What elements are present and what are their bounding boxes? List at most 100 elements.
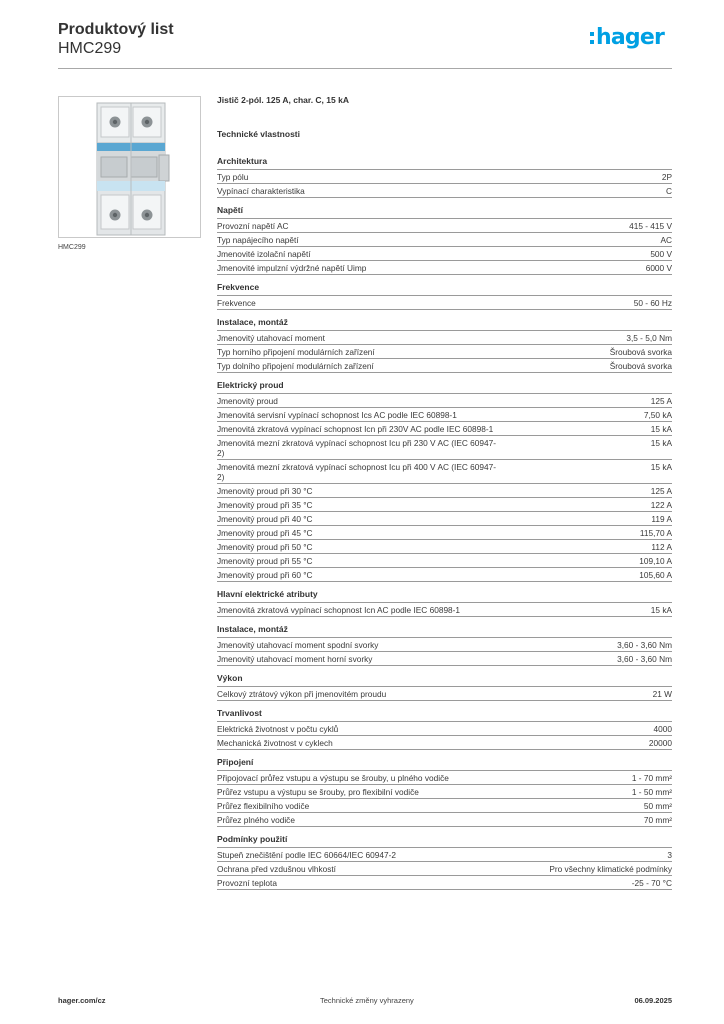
spec-row: Připojovací průřez vstupu a výstupu se š… xyxy=(217,771,672,785)
spec-row: Jmenovitý utahovací moment horní svorky 3… xyxy=(217,652,672,666)
section-title: Podmínky použití xyxy=(217,827,672,848)
logo-colon-icon xyxy=(590,29,594,47)
spec-label: Průřez plného vodiče xyxy=(217,815,295,825)
section-title: Napětí xyxy=(217,198,672,219)
spec-value: 50 - 60 Hz xyxy=(633,298,672,308)
spec-value: 115,70 A xyxy=(639,528,672,538)
section-title: Instalace, montáž xyxy=(217,310,672,331)
spec-value: 112 A xyxy=(651,542,672,552)
spec-value: Pro všechny klimatické podmínky xyxy=(549,864,672,874)
spec-label: Jmenovitý proud při 55 °C xyxy=(217,556,313,566)
spec-row: Typ napájecího napětí AC xyxy=(217,233,672,247)
spec-value: Šroubová svorka xyxy=(609,347,672,357)
footer-date: 06.09.2025 xyxy=(634,996,672,1005)
spec-label: Jmenovitý utahovací moment xyxy=(217,333,325,343)
spec-value: 415 - 415 V xyxy=(629,221,672,231)
spec-value: 3,60 - 3,60 Nm xyxy=(617,640,672,650)
spec-row: Typ horního připojení modulárních zaříze… xyxy=(217,345,672,359)
spec-value: 4000 xyxy=(653,724,672,734)
spec-label: Mechanická životnost v cyklech xyxy=(217,738,333,748)
section-title: Architektura xyxy=(217,149,672,170)
spec-label: Jmenovitý proud při 40 °C xyxy=(217,514,313,524)
spec-row: Jmenovitá mezní zkratová vypínací schopn… xyxy=(217,436,672,460)
spec-value: 119 A xyxy=(651,514,672,524)
circuit-breaker-illustration xyxy=(96,102,170,236)
spec-row: Jmenovitý utahovací moment 3,5 - 5,0 Nm xyxy=(217,331,672,345)
spec-row: Jmenovitý proud při 40 °C 119 A xyxy=(217,512,672,526)
spec-label: Jmenovitý proud při 45 °C xyxy=(217,528,313,538)
section-title: Instalace, montáž xyxy=(217,617,672,638)
section-title: Frekvence xyxy=(217,275,672,296)
spec-row: Jmenovitá servisní vypínací schopnost Ic… xyxy=(217,408,672,422)
spec-row: Celkový ztrátový výkon při jmenovitém pr… xyxy=(217,687,672,701)
spec-value: 105,60 A xyxy=(639,570,672,580)
product-description: Jistič 2-pól. 125 A, char. C, 15 kA xyxy=(217,95,349,105)
spec-label: Jmenovitá zkratová vypínací schopnost Ic… xyxy=(217,605,461,615)
spec-label: Typ dolního připojení modulárních zaříze… xyxy=(217,361,374,371)
spec-value: -25 - 70 °C xyxy=(631,878,672,888)
spec-label: Průřez flexibilního vodiče xyxy=(217,801,310,811)
spec-row: Jmenovitá mezní zkratová vypínací schopn… xyxy=(217,460,672,484)
spec-row: Jmenovitý proud 125 A xyxy=(217,394,672,408)
section-title: Elektrický proud xyxy=(217,373,672,394)
spec-value: 125 A xyxy=(650,396,672,406)
section-title: Trvanlivost xyxy=(217,701,672,722)
spec-value: 6000 V xyxy=(645,263,672,273)
spec-row: Mechanická životnost v cyklech 20000 xyxy=(217,736,672,750)
spec-value: 1 - 70 mm² xyxy=(631,773,672,783)
spec-content: Jistič 2-pól. 125 A, char. C, 15 kA Tech… xyxy=(217,94,672,890)
spec-value: 3 xyxy=(667,850,672,860)
spec-row: Jmenovitá zkratová vypínací schopnost Ic… xyxy=(217,422,672,436)
spec-label: Typ napájecího napětí xyxy=(217,235,299,245)
spec-value: AC xyxy=(660,235,672,245)
spec-value: 7,50 kA xyxy=(643,410,672,420)
technical-properties-heading: Technické vlastnosti xyxy=(217,129,300,139)
spec-value: 122 A xyxy=(650,500,672,510)
spec-value: 15 kA xyxy=(650,438,672,448)
spec-value: 3,5 - 5,0 Nm xyxy=(626,333,672,343)
spec-row: Provozní napětí AC 415 - 415 V xyxy=(217,219,672,233)
spec-label: Vypínací charakteristika xyxy=(217,186,305,196)
spec-value: Šroubová svorka xyxy=(609,361,672,371)
spec-label: Jmenovitý proud xyxy=(217,396,278,406)
footer-notice: Technické změny vyhrazeny xyxy=(320,996,414,1005)
spec-row: Provozní teplota-25 - 70 °C xyxy=(217,876,672,890)
spec-value: 3,60 - 3,60 Nm xyxy=(617,654,672,664)
spec-label: Jmenovité izolační napětí xyxy=(217,249,311,259)
spec-value: 2P xyxy=(661,172,672,182)
product-image xyxy=(58,96,201,238)
spec-value: 20000 xyxy=(648,738,672,748)
spec-label: Jmenovitý proud při 30 °C xyxy=(217,486,313,496)
spec-value: 15 kA xyxy=(650,462,672,472)
spec-row: Průřez vstupu a výstupu se šrouby, pro f… xyxy=(217,785,672,799)
spec-row: Průřez plného vodiče 70 mm² xyxy=(217,813,672,827)
spec-label: Jmenovitý utahovací moment horní svorky xyxy=(217,654,373,664)
footer-website-link[interactable]: hager.com/cz xyxy=(58,996,106,1005)
spec-label: Provozní napětí AC xyxy=(217,221,289,231)
spec-label: Celkový ztrátový výkon při jmenovitém pr… xyxy=(217,689,387,699)
spec-value: 50 mm² xyxy=(643,801,672,811)
spec-label: Jmenovitý proud při 35 °C xyxy=(217,500,313,510)
page-header: Produktový list HMC299 hager xyxy=(58,20,672,70)
spec-row: Jmenovitý utahovací moment spodní svorky… xyxy=(217,638,672,652)
section-title: Výkon xyxy=(217,666,672,687)
spec-row: Jmenovitá zkratová vypínací schopnost Ic… xyxy=(217,603,672,617)
spec-value: 109,10 A xyxy=(639,556,672,566)
spec-value: C xyxy=(666,186,672,196)
spec-value: 70 mm² xyxy=(643,815,672,825)
